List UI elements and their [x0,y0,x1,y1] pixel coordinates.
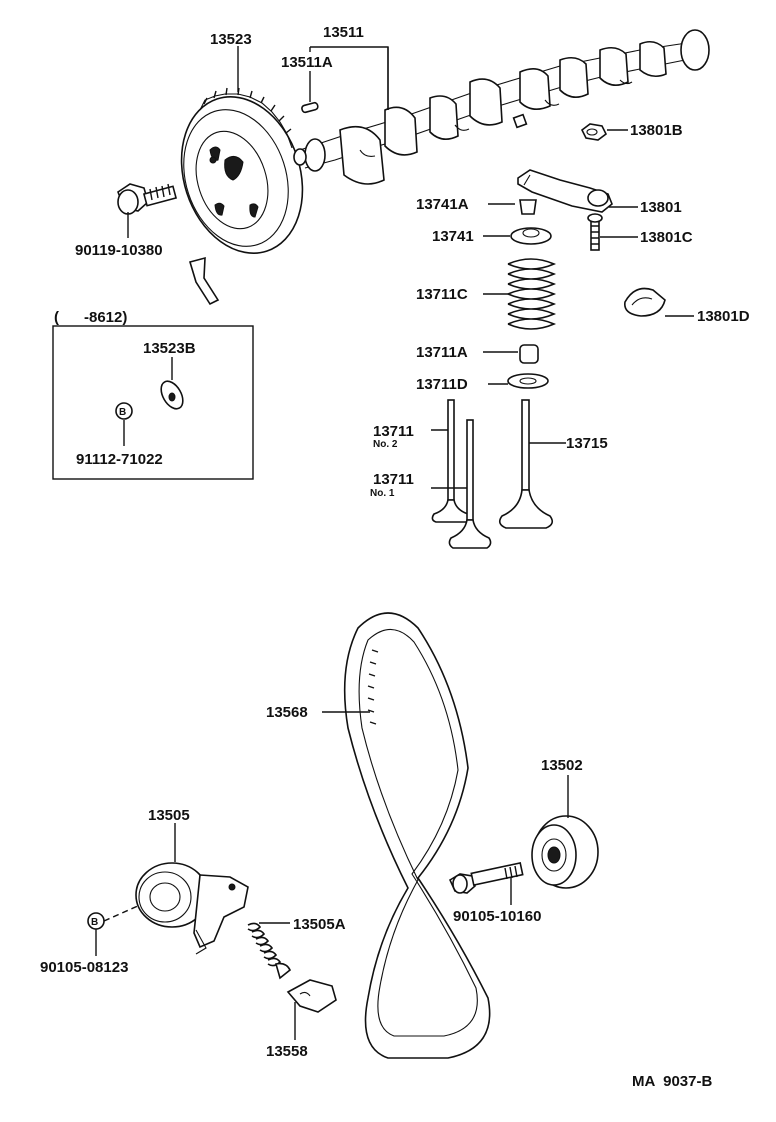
label-13505: 13505 [148,807,190,824]
label-13711-no2: 13711 [373,423,414,440]
intake-valve-no2 [431,399,471,523]
valve-spring [507,258,557,330]
label-13801B: 13801B [630,122,683,139]
idler-bolt [448,861,524,894]
exhaust-valve [498,399,554,529]
label-13801: 13801 [640,199,682,216]
rocker-arm [517,169,613,213]
tensioner-pulley [135,862,249,955]
label-90105-10160: 90105-10160 [453,908,541,925]
spring-retainer [510,227,552,245]
label-13741: 13741 [432,228,474,245]
tension-spring [247,922,292,980]
knock-pin [301,101,319,114]
valve-stem-seal [519,344,539,364]
label-13523: 13523 [210,31,252,48]
pulley-bolt [117,183,178,215]
leader-lines [95,46,694,1040]
label-13502: 13502 [541,757,583,774]
label-13523B: 13523B [143,340,196,357]
label-no2: No. 2 [373,439,398,450]
rocker-clip [624,287,666,317]
label-13711A: 13711A [416,344,468,361]
label-range: ( -8612) [54,309,127,326]
b-mark-tensioner: B [91,917,98,928]
b-mark-inset: B [119,407,126,418]
label-13741A: 13741A [416,196,469,213]
label-13568: 13568 [266,704,308,721]
label-90105-08123: 90105-08123 [40,959,128,976]
label-13511A: 13511A [281,54,333,71]
label-no1: No. 1 [370,488,395,499]
label-13505A: 13505A [293,916,346,933]
label-13715: 13715 [566,435,608,452]
spring-seat [507,373,549,389]
adjusting-screw [587,213,603,251]
valve-keeper [519,199,537,215]
lock-nut [580,123,608,141]
tensioner-bracket [286,979,337,1013]
label-13801C: 13801C [640,229,693,246]
label-91112-71022: 91112-71022 [76,451,163,468]
timing-belt [343,612,491,1059]
label-13711D: 13711D [416,376,468,393]
label-13558: 13558 [266,1043,308,1060]
reference-arrow [188,256,220,306]
label-13711C: 13711C [416,286,468,303]
label-90119-10380: 90119-10380 [75,242,163,259]
label-13511: 13511 [323,24,364,41]
label-13801D: 13801D [697,308,750,325]
camshaft-timing-pulley [180,87,304,254]
part-labels: 13523 13511 13511A 13801B 13741A 13801 1… [40,24,750,1090]
label-13711-no1: 13711 [373,471,414,488]
intake-valve-no1 [448,419,492,549]
figure-code: MA 9037-B [632,1073,712,1090]
idler-pulley [531,815,599,889]
camshaft [293,29,710,185]
inset-box [52,325,254,480]
